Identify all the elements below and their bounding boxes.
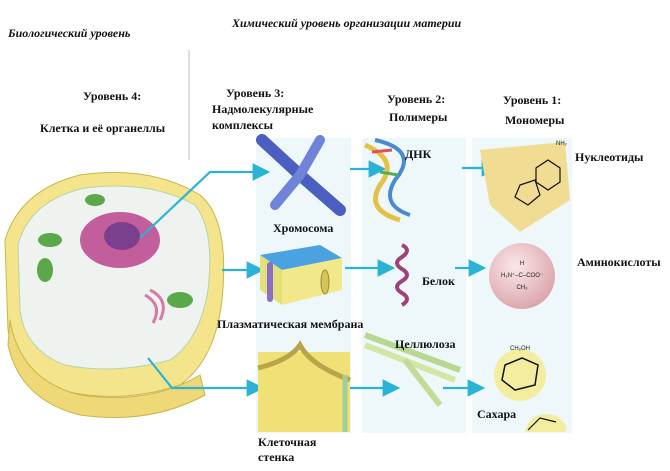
amino-acid-illustration: H H₃N⁺–C–COO⁻ CH₃: [489, 243, 555, 309]
sugars-label: Сахара: [477, 407, 516, 421]
plant-cell-illustration: [4, 172, 225, 418]
nucleotides-label: Нуклеотиды: [575, 150, 644, 164]
level1-title: Уровень 1:: [503, 93, 561, 107]
dna-illustration: [363, 138, 411, 223]
protein-illustration: [395, 243, 409, 307]
chromosome-label: Хромосома: [273, 221, 333, 235]
membrane-label: Плазматическая мембрана: [217, 317, 363, 331]
biological-level-heading: Биологический уровень: [7, 26, 131, 40]
nucleotide-nh2: NH₂: [556, 141, 568, 147]
chromosome-illustration: [256, 134, 346, 216]
amino-ch3: CH₃: [516, 285, 528, 291]
cellulose-label: Целлюлоза: [395, 337, 456, 351]
cell-wall-label-line1: Клеточная: [258, 435, 317, 449]
amino-acids-label: Аминокислоты: [577, 255, 661, 269]
level1-name: Мономеры: [505, 113, 565, 127]
level3-name-line1: Надмолекулярные: [212, 102, 314, 116]
nucleotide-illustration: NH₂: [480, 141, 570, 232]
level4-title: Уровень 4:: [83, 89, 141, 103]
sugar-illustration: CH₂OH: [494, 346, 567, 432]
level3-name-line2: комплексы: [212, 118, 274, 132]
protein-label: Белок: [422, 274, 455, 288]
dna-label: ДНК: [405, 147, 432, 161]
level4-name: Клетка и её органеллы: [40, 121, 166, 135]
cellulose-illustration: [363, 332, 462, 407]
cell-wall-label-line2: стенка: [258, 450, 294, 464]
arrows: [139, 159, 500, 397]
amino-formula: H₃N⁺–C–COO⁻: [501, 272, 543, 279]
level3-title: Уровень 3:: [226, 86, 284, 100]
amino-h: H: [520, 261, 524, 267]
chemical-level-heading: Химический уровень организации материи: [231, 16, 462, 30]
sugar-ch2oh: CH₂OH: [510, 346, 530, 352]
cell-wall-illustration: [257, 340, 351, 432]
level2-name: Полимеры: [389, 110, 448, 124]
membrane-illustration: [260, 245, 342, 305]
level2-title: Уровень 2:: [387, 92, 445, 106]
